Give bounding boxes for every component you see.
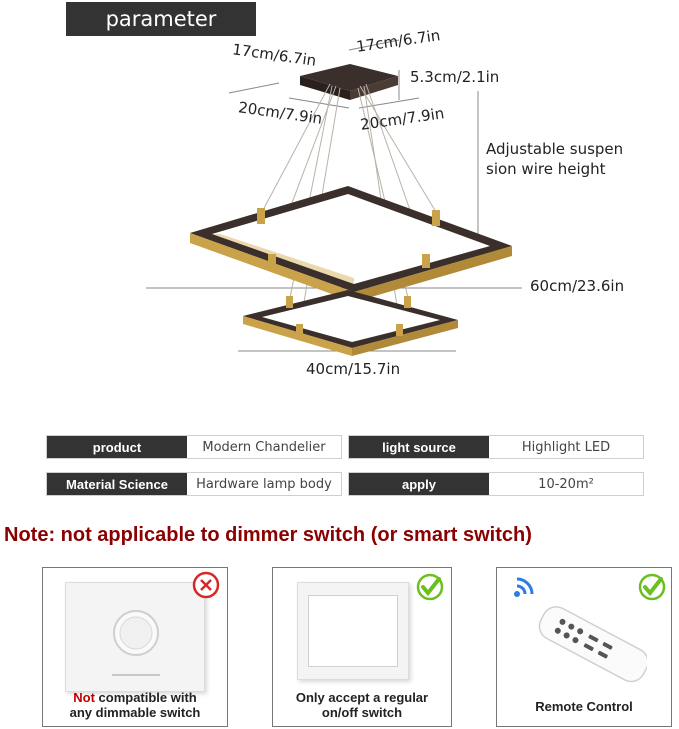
spec-key-material: Material Science <box>47 473 187 495</box>
card-label-line1: Remote Control <box>535 699 633 714</box>
spec-key-apply: apply <box>349 473 489 495</box>
card-dimmer-switch: Not compatible with any dimmable switch <box>42 567 228 727</box>
card-regular-switch: Only accept a regular on/off switch <box>272 567 452 727</box>
remote-control-image <box>527 598 649 690</box>
spec-value-apply: 10-20m² <box>489 473 643 495</box>
spec-value-light-source: Highlight LED <box>489 436 643 458</box>
lower-ring-width-label: 40cm/15.7in <box>306 360 401 378</box>
wire-height-note-line2: sion wire height <box>486 160 606 178</box>
card-remote-control: Remote Control <box>496 567 672 727</box>
card-label-line1: compatible with <box>94 690 197 705</box>
regular-switch-image <box>297 582 409 680</box>
spec-value-product: Modern Chandelier <box>187 436 341 458</box>
rocker-panel <box>308 595 398 667</box>
check-icon <box>637 572 667 602</box>
spec-row: product Modern Chandelier light source H… <box>46 435 644 459</box>
spec-pair-material: Material Science Hardware lamp body <box>46 472 342 496</box>
card-label-line2: any dimmable switch <box>69 705 201 720</box>
section-title-text: parameter <box>105 7 217 31</box>
card-label-line1: Only accept a regular <box>295 690 429 705</box>
spec-row: Material Science Hardware lamp body appl… <box>46 472 644 496</box>
spec-key-product: product <box>47 436 187 458</box>
chandelier-diagram: 17cm/6.7in 17cm/6.7in 5.3cm/2.1in 20cm/7… <box>0 26 679 406</box>
card-label-regular: Only accept a regular on/off switch <box>273 690 451 720</box>
spec-pair-apply: apply 10-20m² <box>348 472 644 496</box>
chandelier-illustration <box>146 39 522 356</box>
card-label-negation: Not <box>73 690 95 705</box>
canopy-height-label: 5.3cm/2.1in <box>410 68 500 86</box>
dimmer-knob-icon <box>112 610 160 676</box>
check-icon <box>415 572 445 602</box>
upper-ring-width-label: 60cm/23.6in <box>530 277 625 295</box>
card-label-dimmer: Not compatible with any dimmable switch <box>43 690 227 720</box>
dimmer-note: Note: not applicable to dimmer switch (o… <box>4 524 532 546</box>
wire-height-note-line1: Adjustable suspen <box>486 140 624 158</box>
spec-value-material: Hardware lamp body <box>187 473 341 495</box>
section-title: parameter <box>66 2 256 36</box>
remote-icon <box>538 606 649 683</box>
spec-pair-light-source: light source Highlight LED <box>348 435 644 459</box>
spec-key-light-source: light source <box>349 436 489 458</box>
card-label-line2: on/off switch <box>321 705 403 720</box>
cross-icon <box>191 570 221 600</box>
dimmer-switch-image <box>65 582 205 692</box>
card-label-remote: Remote Control <box>497 699 671 714</box>
wireless-signal-icon <box>509 572 539 602</box>
spec-pair-product: product Modern Chandelier <box>46 435 342 459</box>
